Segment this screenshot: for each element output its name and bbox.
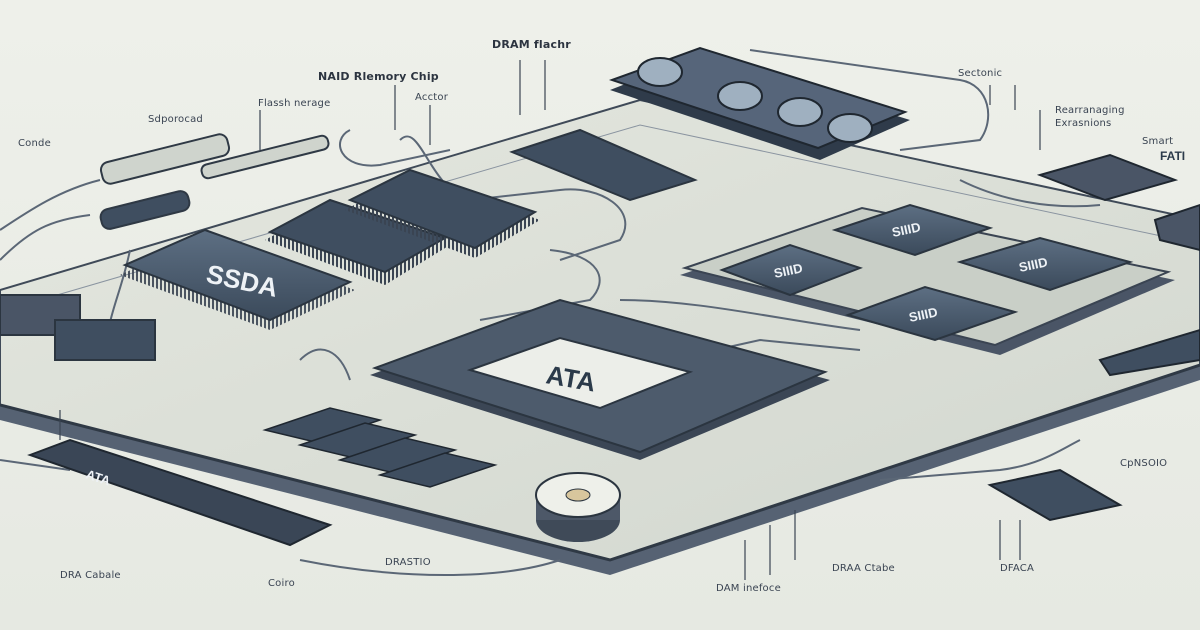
callout-cpnsoio: CpNSOIO [1120, 458, 1168, 469]
side-connector-label: FATI [1160, 149, 1185, 163]
callout-rearranging-extensions: Rearranaging Exrasnions [1055, 105, 1125, 129]
callout-dram-cabale: DRA Cabale [60, 570, 121, 581]
callout-smart: Smart [1142, 136, 1174, 147]
ata-connector-strip: ATA [27, 438, 333, 547]
memory-chip-pair [265, 128, 698, 285]
nand-chip-4-label: SIIID [908, 304, 939, 325]
nand-chip-1-label: SIIID [773, 260, 804, 281]
callout-coiro: Coiro [268, 578, 295, 589]
callout-drastio: DRASTIO [385, 557, 431, 568]
ata-controller: ATA [370, 298, 830, 460]
callout-dram-interface: DAM inefoce [716, 583, 781, 594]
callout-actor: Acctor [415, 92, 449, 103]
callout-sectonic: Sectonic [958, 68, 1003, 79]
dimm-sticks [262, 407, 498, 488]
dram-heatsink-block [608, 46, 910, 160]
right-connectors: FATI [987, 149, 1200, 522]
callout-sdportcad: Sdporocad [148, 114, 203, 125]
callout-conde: Conde [18, 138, 51, 149]
nand-module: SIIID SIIID SIIID SIIID [680, 203, 1175, 355]
storage-disk [535, 472, 621, 542]
left-cables [0, 133, 330, 361]
callout-dram-ctabe: DRAA Ctabe [832, 563, 895, 574]
callout-dram-flash: DRAM flachr [492, 38, 571, 51]
callout-flash-storage: Flassh nerage [258, 98, 331, 109]
callout-nand-memory-chip: NAID Rlemory Chip [318, 70, 439, 83]
callout-dfaca: DFACA [1000, 563, 1035, 574]
nand-chip-3-label: SIIID [1018, 254, 1049, 275]
sata-chip: SSDA [120, 228, 355, 330]
ata-strip-label: ATA [84, 467, 113, 489]
leader-lines [59, 60, 1041, 580]
nand-chip-2-label: SIIID [891, 219, 922, 240]
